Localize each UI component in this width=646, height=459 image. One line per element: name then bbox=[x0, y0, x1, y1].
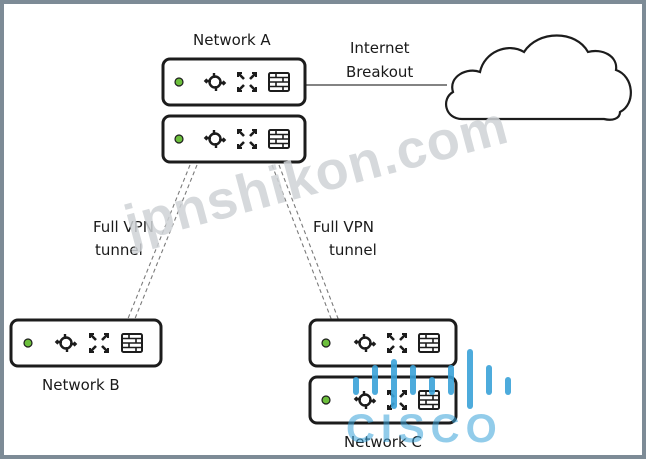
network-a-appliance-bottom bbox=[161, 114, 307, 164]
network-b-label: Network B bbox=[42, 376, 120, 394]
internet-breakout-label-line2: Breakout bbox=[346, 63, 414, 81]
network-a-appliance-top bbox=[161, 57, 307, 107]
vpn-tunnel-left bbox=[126, 164, 198, 322]
vpn-left-label-line2: tunnel bbox=[95, 241, 143, 259]
cloud-icon bbox=[444, 34, 632, 121]
internet-breakout-label-line1: Internet bbox=[350, 39, 410, 57]
vpn-left-label-line1: Full VPN bbox=[93, 218, 154, 236]
status-led bbox=[174, 134, 184, 144]
status-led bbox=[23, 338, 33, 348]
vpn-right-label-line1: Full VPN bbox=[313, 218, 374, 236]
network-a-label: Network A bbox=[193, 31, 271, 49]
network-c-appliance-bottom bbox=[308, 375, 458, 425]
status-led bbox=[321, 395, 331, 405]
status-led bbox=[321, 338, 331, 348]
status-led bbox=[174, 77, 184, 87]
network-c-appliance-top bbox=[308, 318, 458, 368]
network-c-label: Network C bbox=[344, 433, 422, 451]
cisco-logo-icon bbox=[353, 349, 511, 409]
network-b-appliance bbox=[9, 318, 163, 368]
vpn-right-label-line2: tunnel bbox=[329, 241, 377, 259]
cisco-watermark: CISCO bbox=[346, 407, 503, 451]
